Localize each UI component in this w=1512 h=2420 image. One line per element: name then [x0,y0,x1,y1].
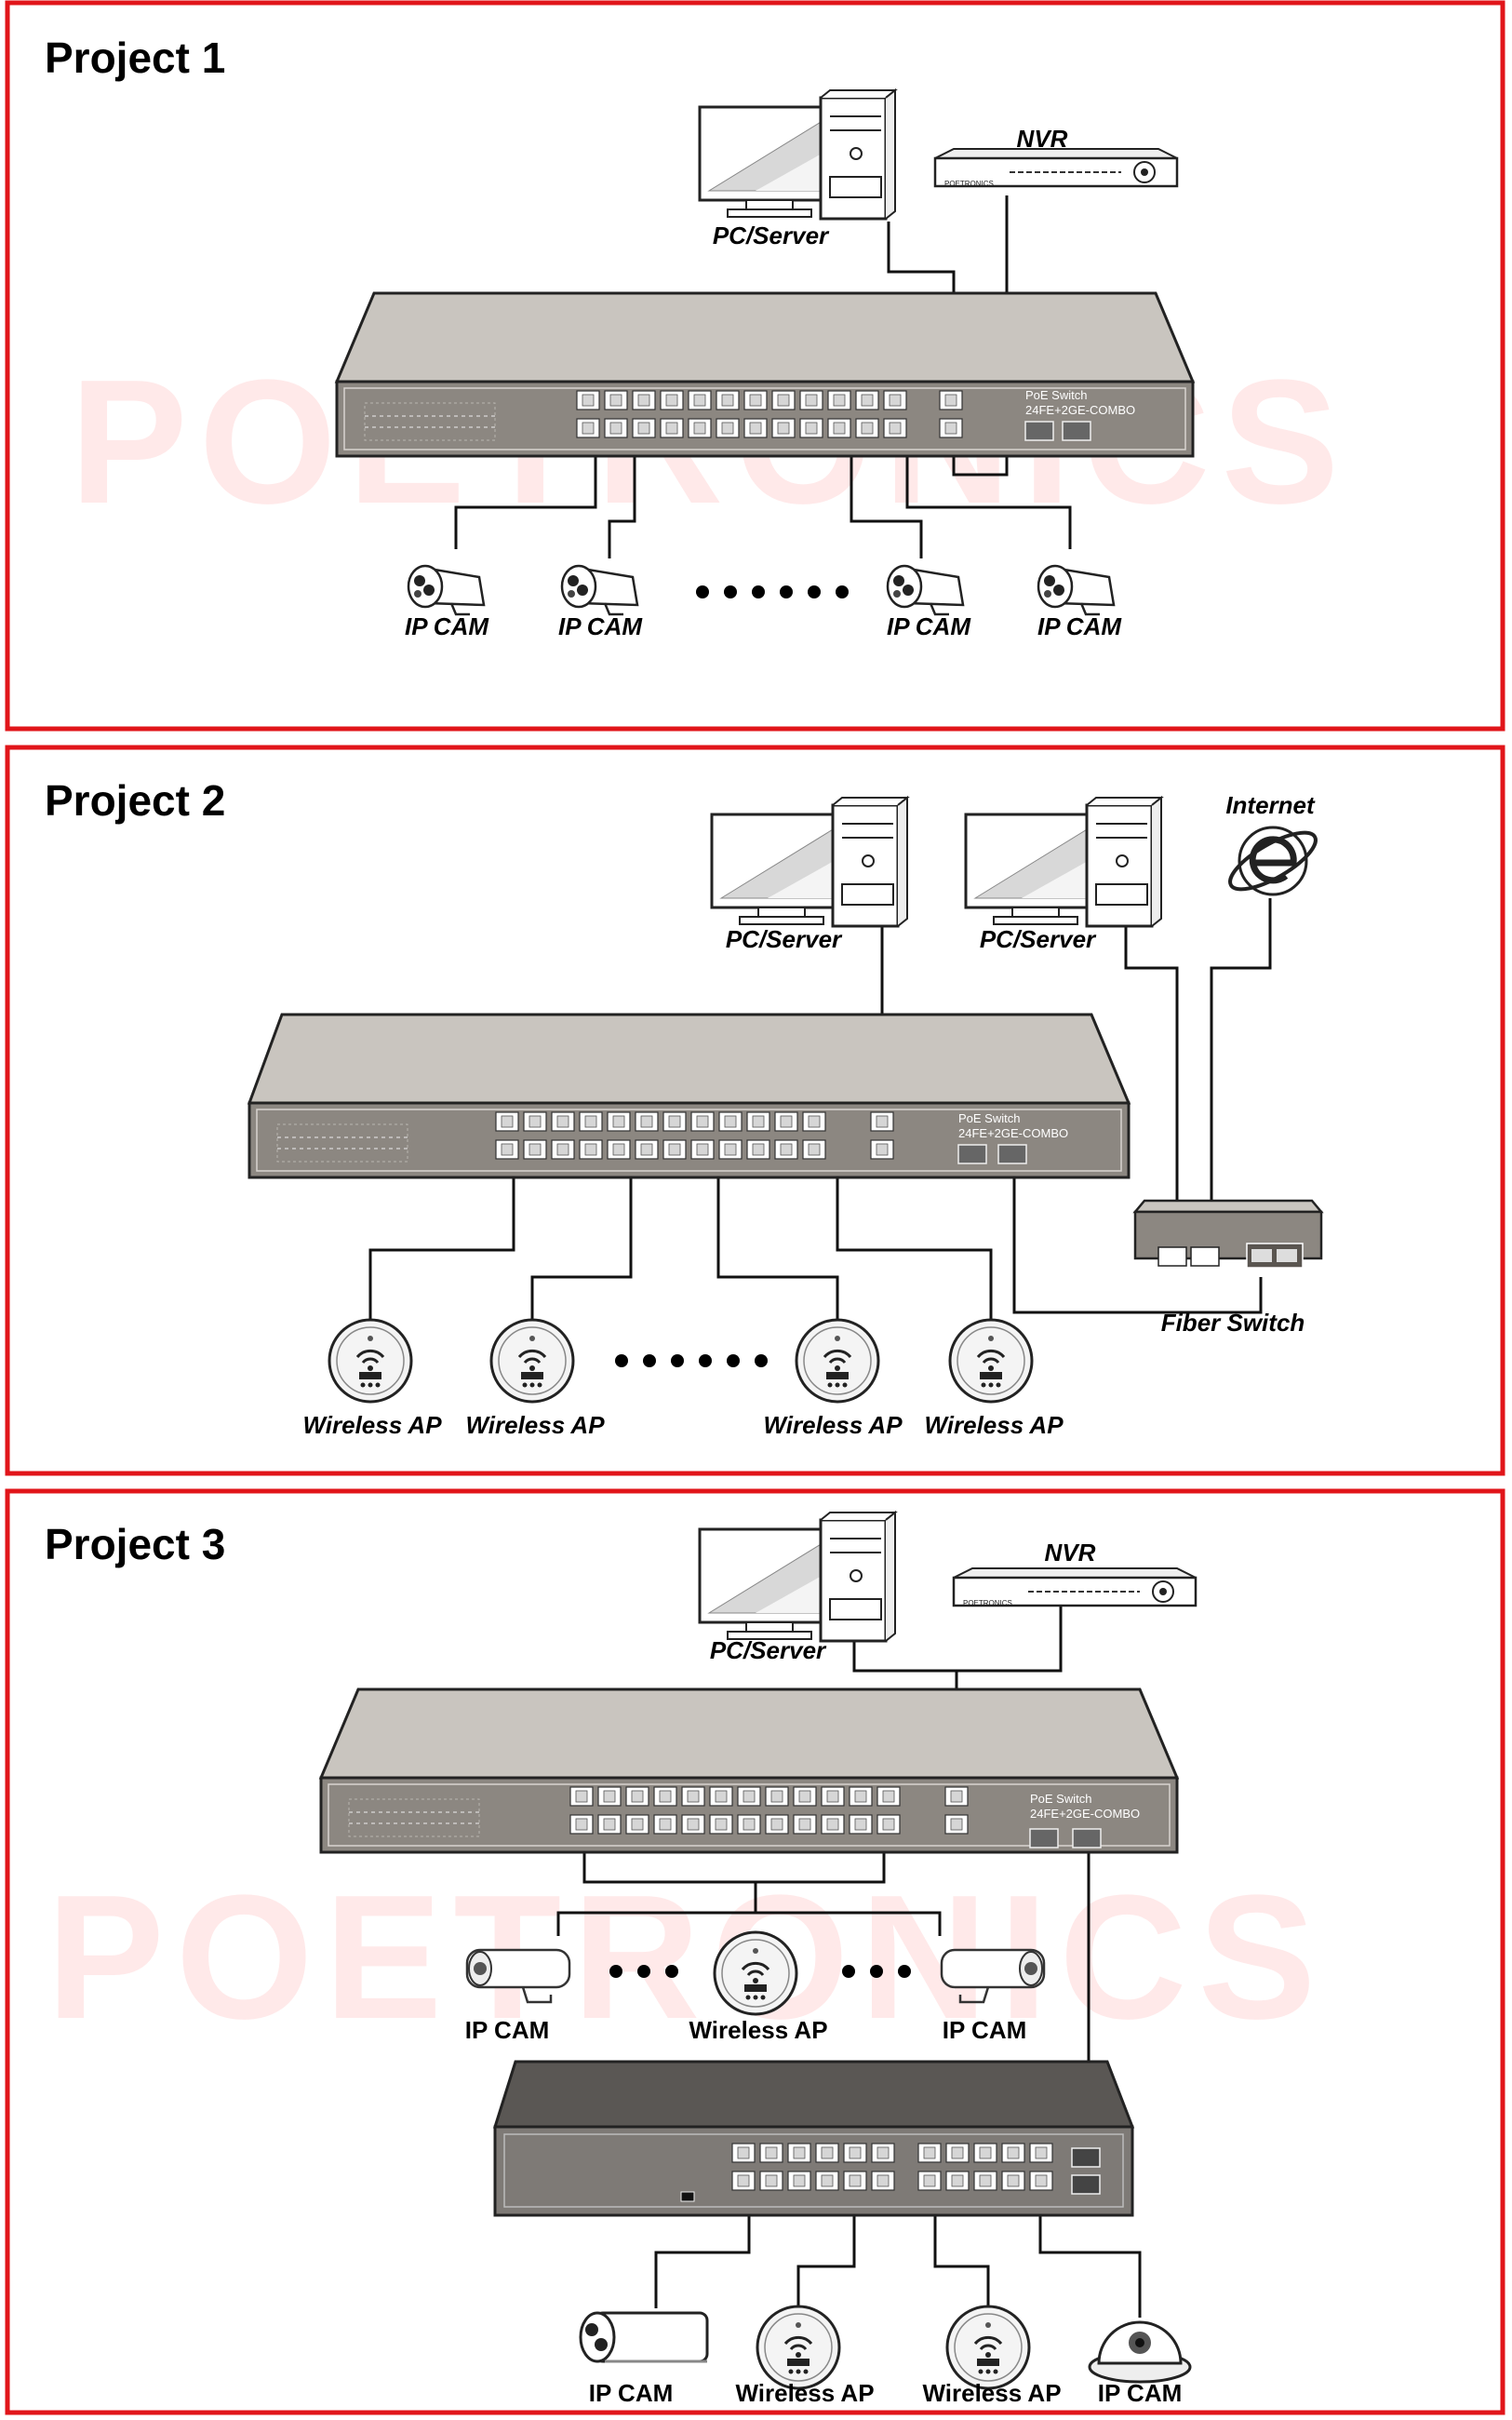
pc-server-icon [710,796,909,928]
cam-label: IP CAM [405,612,489,640]
pc-server-label: PC/Server [710,1636,827,1664]
project-3-frame [5,1488,1505,2415]
switch-model-label: PoE Switch [1025,388,1087,402]
ap-label: Wireless AP [763,1411,903,1439]
ap-label: Wireless AP [689,2016,827,2044]
nvr-brand-text: POETRONICS [944,180,994,188]
switch-to-fiber-wire [1012,1165,1263,1314]
cam-label: IP CAM [1037,612,1122,640]
switch-model-sub: 24FE+2GE-COMBO [958,1126,1068,1140]
switch-model-sub: 24FE+2GE-COMBO [1030,1807,1140,1821]
ap2-wire [530,1168,633,1322]
poe-switch-24port: PoE Switch 24FE+2GE-COMBO [318,1687,1180,1854]
cam3-wire [850,437,923,558]
switch-model-label: PoE Switch [1030,1792,1091,1806]
ellipsis-dots [609,1965,911,1978]
fiber-switch-label: Fiber Switch [1161,1309,1305,1337]
cam1-wire [454,437,597,549]
nvr-label: NVR [1017,125,1068,153]
ip-camera-icon [1037,564,1116,616]
switch-model-label: PoE Switch [958,1111,1020,1125]
nvr-label: NVR [1045,1539,1096,1566]
ap3-wire [716,1168,839,1322]
fiber-switch-icon [1132,1199,1324,1269]
ap1-wire [368,1168,515,1322]
pc2-to-fiber-wire [1124,920,1179,1257]
sw2-cam1-wire [654,2198,751,2308]
cam-label: IP CAM [1098,2379,1183,2407]
poe-switch-16port [492,2060,1135,2217]
ap-label: Wireless AP [735,2379,874,2407]
ip-camera-icon [579,2311,709,2363]
cam-label: IP CAM [589,2379,674,2407]
wireless-ap-icon [948,1318,1034,1404]
poe-switch-24port: PoE Switch 24FE+2GE-COMBO [334,291,1196,458]
ellipsis-dots [696,585,849,598]
project-1-panel: POETRONICS Project 1 [5,0,1505,732]
switch-model-sub: 24FE+2GE-COMBO [1025,403,1135,417]
project-2-frame [5,745,1505,1476]
project-1-frame [5,0,1505,732]
wireless-ap-icon [489,1318,575,1404]
wireless-ap-icon [328,1318,413,1404]
ip-camera-icon [886,564,965,616]
dome-camera-icon [1088,2320,1192,2384]
ip-camera-icon [407,564,486,616]
pc-server-label: PC/Server [713,222,830,249]
wireless-ap-icon [795,1318,880,1404]
cam-label: IP CAM [558,612,643,640]
ap-label: Wireless AP [922,2379,1061,2407]
watermark: POETRONICS [47,1859,1327,2056]
ip-camera-icon [560,564,639,616]
internet-icon [1228,826,1318,896]
cam-label: IP CAM [465,2016,550,2044]
ap-label: Wireless AP [302,1411,442,1439]
pc-server-label: PC/Server [726,925,843,953]
wireless-ap-icon [713,1930,798,2016]
ap-label: Wireless AP [924,1411,1064,1439]
pc-server-icon [964,796,1163,928]
sw2-ap1-wire [796,2198,856,2308]
cam4-wire [905,437,1072,549]
project-3-title: Project 3 [45,1520,225,1568]
poe-switch-24port: PoE Switch 24FE+2GE-COMBO [247,1013,1131,1179]
pc-server-label: PC/Server [980,925,1097,953]
devices-bus-wire [556,1911,942,1936]
ellipsis-dots [615,1354,768,1367]
sw2-cam2-wire [1038,2198,1142,2318]
cam2-wire [608,437,636,558]
project-1-title: Project 1 [45,34,225,82]
pc-server-icon [698,1511,897,1643]
ap4-wire [836,1168,993,1322]
cam-label: IP CAM [943,2016,1027,2044]
wireless-ap-icon [945,2305,1031,2390]
switch-to-devices-wire [582,1835,886,1884]
project-2-panel: Project 2 [5,745,1505,1476]
project-2-title: Project 2 [45,776,225,825]
wireless-ap-icon [756,2305,841,2390]
cam-label: IP CAM [887,612,971,640]
pc-server-icon [698,88,897,221]
internet-to-fiber-wire [1210,898,1272,1257]
project-3-panel: POETRONICS Project 3 [5,1488,1505,2415]
internet-label: Internet [1225,791,1316,819]
nvr-brand-text: POETRONICS [963,1599,1012,1607]
ap-label: Wireless AP [465,1411,605,1439]
sw2-ap2-wire [933,2198,990,2308]
